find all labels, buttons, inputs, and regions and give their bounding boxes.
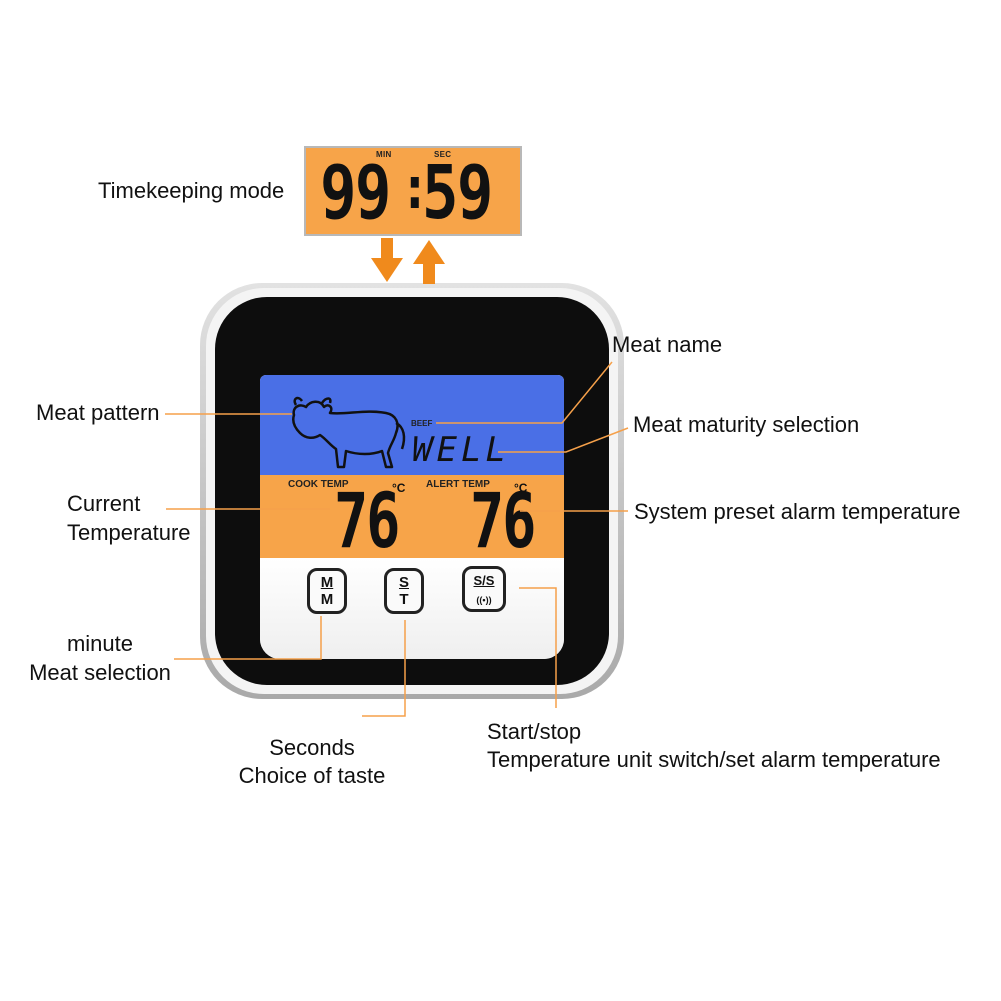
mm-button[interactable]: M M	[307, 568, 347, 614]
timer-display: MIN SEC 99 : 59	[304, 146, 522, 236]
timer-sec-label: SEC	[434, 150, 452, 159]
mm-button-top: M	[320, 574, 334, 591]
meat-name-label: Meat name	[612, 332, 723, 357]
timer-minutes: 99	[320, 150, 391, 236]
current-temperature-label-1: Current	[67, 491, 141, 516]
arrow-down-icon	[371, 238, 403, 282]
timekeeping-mode-label: Timekeeping mode	[98, 178, 285, 203]
lcd-orange-section: COOK TEMP ALERT TEMP 76 76 °C °C	[260, 475, 564, 565]
mm-button-bottom: M	[320, 591, 334, 608]
timer-min-label: MIN	[376, 150, 392, 159]
cow-icon	[292, 396, 406, 469]
lcd-screen: BEEF WELL COOK TEMP ALERT TEMP 76 76 °C …	[260, 375, 564, 659]
ss-button-top: S/S	[473, 573, 495, 588]
mm-leader	[174, 616, 322, 660]
st-leader	[362, 620, 406, 717]
timer-separator: :	[400, 153, 430, 223]
meat-pattern-label: Meat pattern	[36, 400, 160, 425]
st-button[interactable]: S T	[384, 568, 424, 614]
arrow-up-icon	[413, 240, 445, 284]
start-stop-label: Start/stop	[487, 719, 582, 744]
alarm-icon: ((•))	[476, 595, 492, 605]
st-button-top: S	[398, 574, 409, 591]
cook-temp-label: COOK TEMP	[288, 479, 349, 490]
lcd-button-section: M M S T S/S ((•))	[260, 558, 564, 659]
st-button-bottom: T	[399, 591, 409, 608]
ss-leader	[519, 587, 557, 708]
timer-seconds: 59	[422, 150, 493, 236]
choice-of-taste-label: Choice of taste	[238, 763, 386, 788]
seconds-label: Seconds	[269, 735, 355, 760]
current-temperature-label-2: Temperature	[67, 520, 191, 545]
cook-temp-unit: °C	[392, 481, 406, 495]
meat-name-leader	[436, 361, 613, 424]
alarm-temperature-label: System preset alarm temperature	[634, 499, 961, 524]
meat-name-display: BEEF	[411, 419, 433, 428]
alert-temp-label: ALERT TEMP	[426, 479, 490, 490]
unit-switch-label: Temperature unit switch/set alarm temper…	[487, 747, 941, 772]
meat-selection-label: Meat selection	[29, 660, 171, 685]
alert-temp-value: 76	[470, 476, 536, 565]
lcd-blue-section: BEEF WELL	[260, 375, 564, 475]
meat-maturity-label: Meat maturity selection	[633, 412, 860, 437]
maturity-leader	[498, 427, 629, 453]
minute-label: minute	[66, 631, 134, 656]
ss-button[interactable]: S/S ((•))	[462, 566, 506, 612]
alert-temp-unit: °C	[514, 481, 528, 495]
cook-temp-value: 76	[334, 476, 400, 565]
maturity-display: WELL	[412, 430, 510, 470]
